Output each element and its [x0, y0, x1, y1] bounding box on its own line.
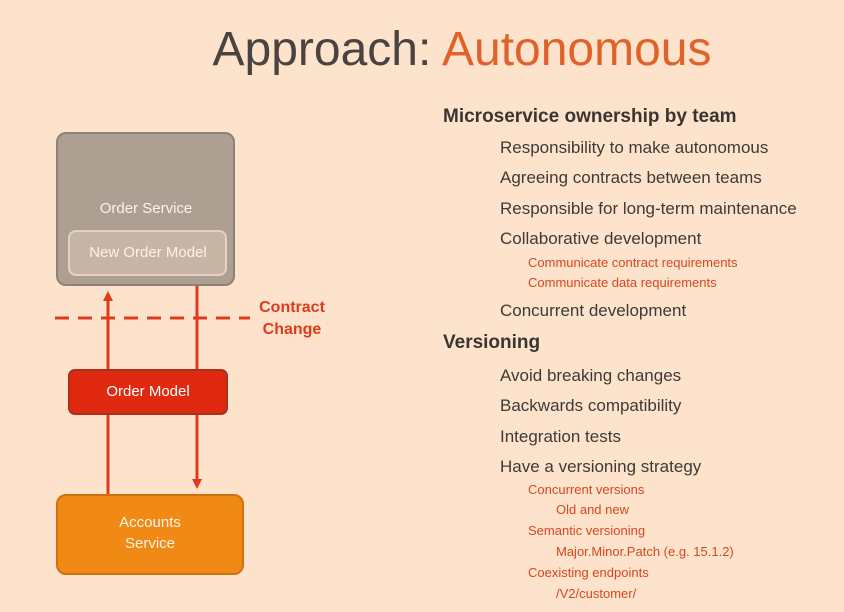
bullet-subsubitem: Major.Minor.Patch (e.g. 15.1.2) — [556, 544, 734, 559]
bullet-item: Responsible for long-term maintenance — [500, 199, 797, 218]
bullet-item: Backwards compatibility — [500, 396, 682, 415]
bullet-subitem: Communicate data requirements — [528, 275, 717, 290]
bullet-item: Integration tests — [500, 427, 621, 446]
bullet-item: Agreeing contracts between teams — [500, 168, 762, 187]
contract-change-label-line1: Contract — [259, 299, 325, 316]
bullet-item: Responsibility to make autonomous — [500, 138, 769, 157]
bullet-subitem: Communicate contract requirements — [528, 255, 738, 270]
new-order-model-label: New Order Model — [89, 244, 207, 261]
bullet-item: Collaborative development — [500, 229, 702, 248]
accounts-service-box — [56, 494, 244, 575]
bullet-subitem: Semantic versioning — [528, 523, 646, 538]
accounts-service-label-line1: Accounts — [119, 514, 181, 531]
contract-change-label-line2: Change — [263, 321, 322, 338]
bullet-heading: Microservice ownership by team — [443, 106, 737, 127]
title-accent: Autonomous — [441, 23, 712, 76]
bullet-item: Avoid breaking changes — [500, 366, 682, 385]
order-model-box — [68, 369, 228, 415]
new-order-model-box — [68, 230, 227, 276]
bullet-item: Concurrent development — [500, 301, 687, 320]
bullet-item: Have a versioning strategy — [500, 457, 702, 476]
bullet-subsubitem: Old and new — [556, 502, 629, 517]
accounts-service-label-line2: Service — [125, 535, 175, 552]
order-model-label: Order Model — [106, 383, 189, 400]
slide-title: Approach: Autonomous — [0, 22, 844, 78]
order-service-label: Order Service — [100, 200, 193, 217]
bullet-subitem: Coexisting endpoints — [528, 565, 649, 580]
bullet-subsubitem: /V2/customer/ — [556, 586, 637, 601]
bullet-subitem: Concurrent versions — [528, 482, 645, 497]
title-prefix: Approach: — [212, 23, 432, 76]
bullet-heading: Versioning — [443, 332, 541, 353]
